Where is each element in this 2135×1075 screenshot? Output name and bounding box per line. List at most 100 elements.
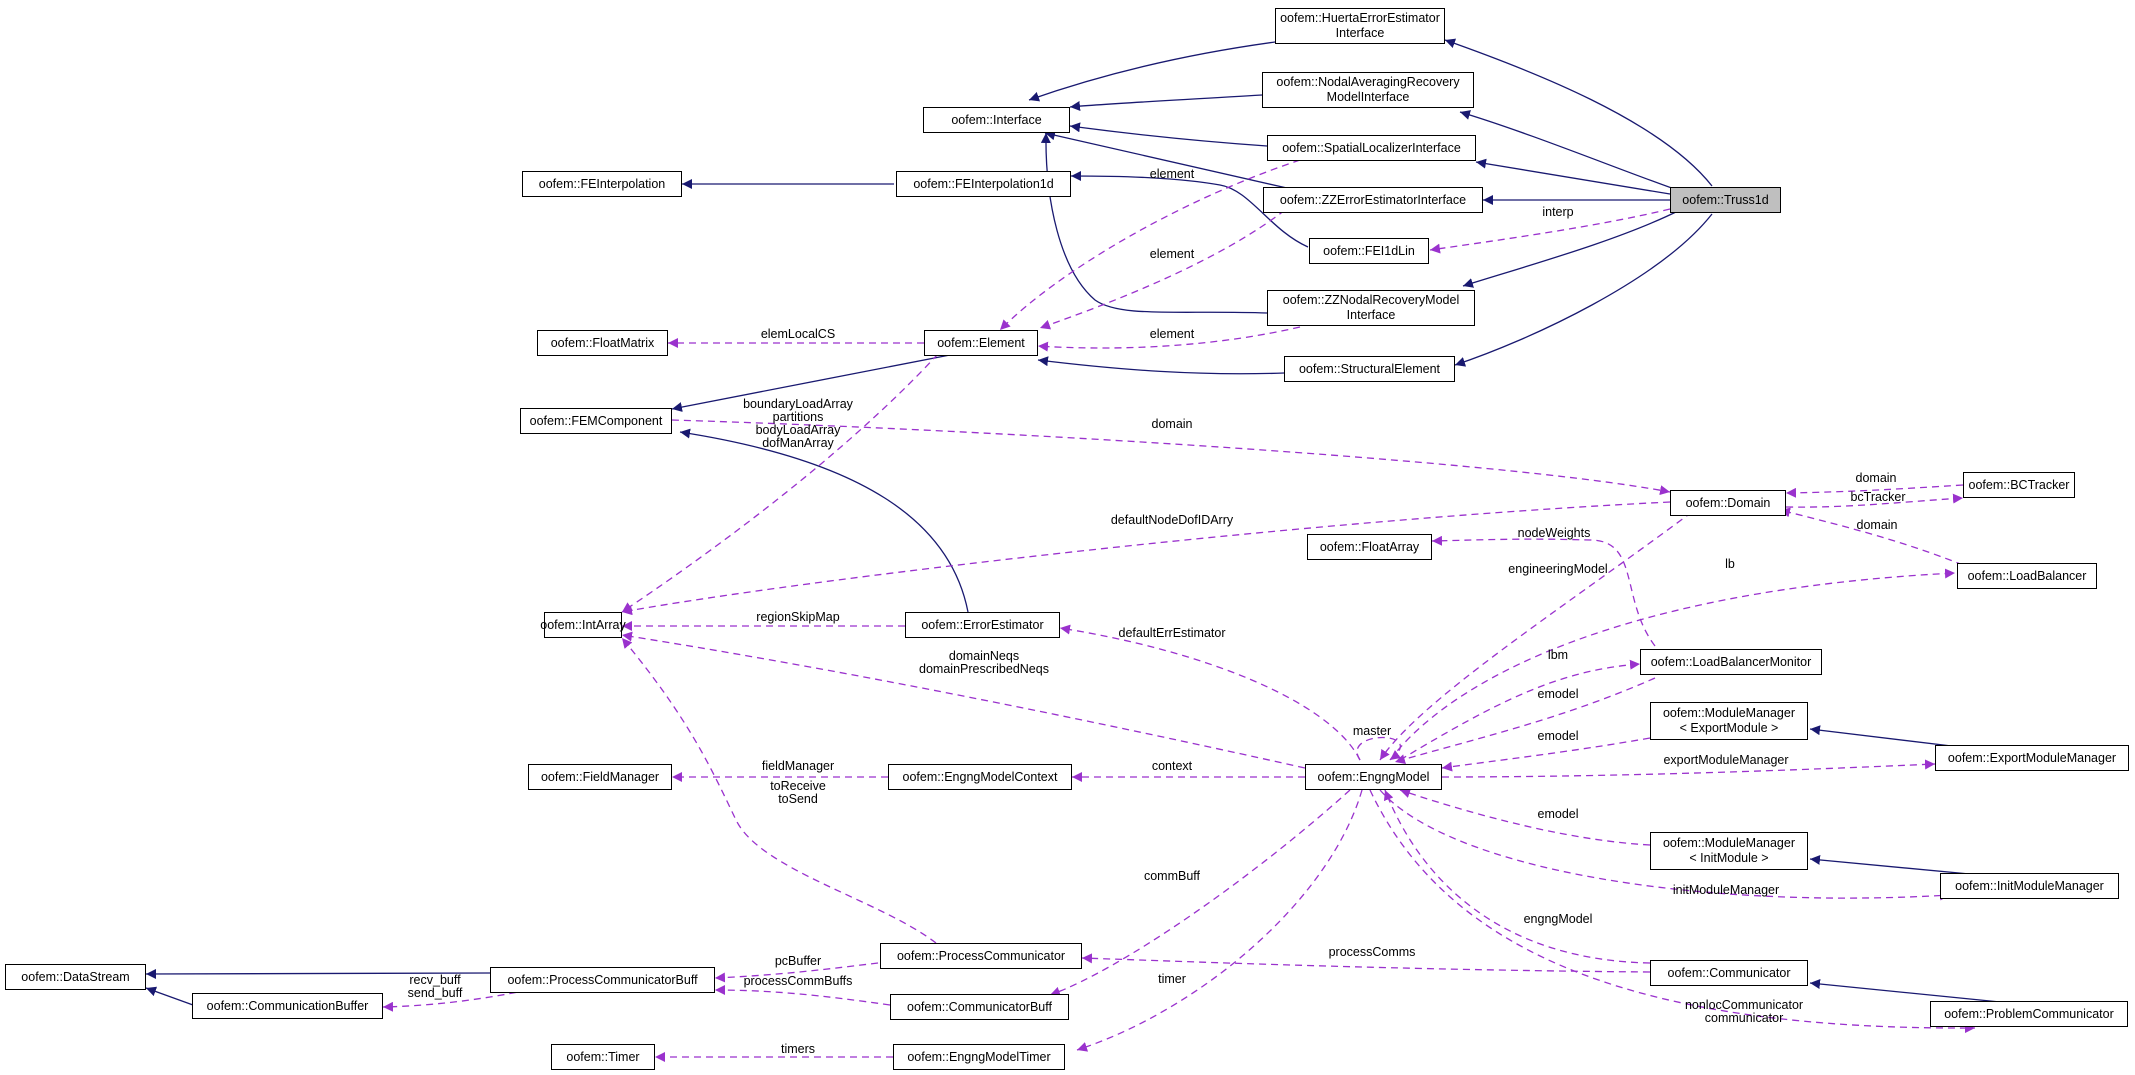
node-timer[interactable]: oofem::Timer: [551, 1044, 655, 1070]
node-engng-model[interactable]: oofem::EngngModel: [1305, 764, 1442, 790]
inheritance-edges: [145, 38, 2011, 1006]
edge-engngmodel-commbuff: [1049, 789, 1351, 997]
edge-truss1d-structural: [1454, 213, 1713, 367]
node-intarray-label: oofem::IntArray: [540, 617, 626, 632]
node-fem-component[interactable]: oofem::FEMComponent: [520, 408, 672, 434]
edge-huerta-interface: [1028, 41, 1276, 102]
node-nodalavg-line1: oofem::NodalAveragingRecovery: [1276, 75, 1460, 89]
edge-communicator-proccomm: [1081, 953, 1651, 973]
edge-domain-intarray: [621, 501, 1671, 616]
edge-truss1d-spatial: [1475, 158, 1671, 195]
edge-label-nodeweights: nodeWeights: [1518, 527, 1591, 540]
node-fe-interpolation[interactable]: oofem::FEInterpolation: [522, 171, 682, 197]
node-domain-label: oofem::Domain: [1685, 495, 1771, 510]
edge-label-toreceive-2: toSend: [778, 792, 818, 806]
node-zz-nodal-recovery-model-interface[interactable]: oofem::ZZNodalRecoveryModel Interface: [1267, 290, 1475, 326]
node-spatial-localizer-interface[interactable]: oofem::SpatialLocalizerInterface: [1267, 135, 1476, 161]
edge-label-timers: timers: [781, 1043, 815, 1056]
edge-label-boundaryloadarray: boundaryLoadArray: [743, 397, 853, 411]
edge-label-recv-buff-1: recv_buff: [409, 973, 461, 987]
node-truss1d-label: oofem::Truss1d: [1682, 192, 1769, 207]
node-float-array[interactable]: oofem::FloatArray: [1307, 534, 1432, 560]
node-process-communicator-buff[interactable]: oofem::ProcessCommunicatorBuff: [490, 967, 715, 993]
edge-label-engineeringmodel-text: engineeringModel: [1508, 562, 1608, 576]
edge-label-pcbuffer: pcBuffer: [775, 955, 821, 968]
edge-initmm-mminit: [1809, 854, 1981, 876]
node-zz-error-estimator-interface[interactable]: oofem::ZZErrorEstimatorInterface: [1263, 187, 1483, 213]
edge-label-bodyloadarray: bodyLoadArray: [755, 423, 841, 437]
edge-label-initmodulemanager: initModuleManager: [1673, 884, 1779, 897]
edge-truss1d-zznodal: [1462, 209, 1681, 288]
edge-label-master: master: [1353, 725, 1391, 738]
node-feinterp1d-label: oofem::FEInterpolation1d: [913, 176, 1054, 191]
node-fei1d-lin[interactable]: oofem::FEI1dLin: [1309, 238, 1429, 264]
node-datastream-label: oofem::DataStream: [21, 969, 130, 984]
node-export-module-manager[interactable]: oofem::ExportModuleManager: [1935, 745, 2129, 771]
node-interface-label: oofem::Interface: [951, 112, 1042, 127]
node-init-module-manager[interactable]: oofem::InitModuleManager: [1940, 873, 2119, 899]
edge-label-defaulterrestimator: defaultErrEstimator: [1119, 627, 1226, 640]
node-load-balancer-monitor[interactable]: oofem::LoadBalancerMonitor: [1640, 649, 1822, 675]
node-mmexport-line1: oofem::ModuleManager: [1662, 706, 1796, 720]
edge-label-toreceive-1: toReceive: [770, 779, 826, 793]
node-module-manager-init[interactable]: oofem::ModuleManager < InitModule >: [1650, 832, 1808, 870]
edge-spatial-element: [999, 159, 1301, 331]
node-element[interactable]: oofem::Element: [924, 330, 1038, 356]
node-interface[interactable]: oofem::Interface: [923, 107, 1070, 133]
node-engng-model-context[interactable]: oofem::EngngModelContext: [888, 764, 1072, 790]
node-communicator-buff[interactable]: oofem::CommunicatorBuff: [890, 994, 1069, 1020]
node-nodal-averaging-recovery-model-interface[interactable]: oofem::NodalAveragingRecovery ModelInter…: [1262, 72, 1474, 108]
edge-label-emodel-3: emodel: [1538, 808, 1579, 821]
node-engng-model-timer[interactable]: oofem::EngngModelTimer: [893, 1044, 1065, 1070]
node-domain[interactable]: oofem::Domain: [1670, 490, 1786, 516]
node-floatarray-label: oofem::FloatArray: [1319, 539, 1420, 554]
edge-label-lb-domain: domain: [1857, 519, 1898, 532]
edge-engngmodel-errest: [1059, 624, 1361, 761]
node-problem-communicator[interactable]: oofem::ProblemCommunicator: [1930, 1001, 2128, 1027]
node-error-estimator[interactable]: oofem::ErrorEstimator: [905, 612, 1060, 638]
node-commbuffer-label: oofem::CommunicationBuffer: [206, 998, 369, 1013]
edge-label-regionskipmap-text: regionSkipMap: [756, 610, 840, 624]
node-process-communicator[interactable]: oofem::ProcessCommunicator: [880, 943, 1082, 969]
edge-bctracker-domain: [1785, 484, 1964, 498]
edge-label-elemlocalcs: elemLocalCS: [761, 328, 835, 341]
edge-structural-element: [1037, 356, 1285, 375]
edge-exportmm-mmexport: [1809, 725, 1969, 749]
edge-errest-femcomp: [679, 428, 969, 613]
edge-engngmodel-lb: [1389, 568, 1956, 761]
node-field-manager[interactable]: oofem::FieldManager: [528, 764, 672, 790]
node-zznodal-line2: Interface: [1346, 308, 1396, 322]
node-int-array[interactable]: oofem::IntArray: [540, 612, 626, 638]
node-load-balancer[interactable]: oofem::LoadBalancer: [1957, 563, 2097, 589]
node-huerta-line1: oofem::HuertaErrorEstimator: [1280, 11, 1440, 25]
edge-label-timer-text: timer: [1158, 972, 1186, 986]
edge-label-processcomms-text: processComms: [1328, 945, 1416, 959]
edge-domain-engngmodel: [1379, 511, 1693, 761]
node-communication-buffer[interactable]: oofem::CommunicationBuffer: [192, 993, 383, 1019]
node-huerta-error-estimator-interface[interactable]: oofem::HuertaErrorEstimator Interface: [1275, 8, 1445, 44]
node-fe-interpolation-1d[interactable]: oofem::FEInterpolation1d: [896, 171, 1071, 197]
node-float-matrix[interactable]: oofem::FloatMatrix: [537, 330, 668, 356]
edge-fei1dlin-feinterp1d: [1070, 171, 1309, 248]
edge-label-toreceive: toReceive toSend: [770, 780, 826, 806]
edge-label-dofmanarray: dofManArray: [762, 436, 834, 450]
edge-label-element-3-text: element: [1149, 327, 1195, 341]
edge-engngmodel-problemcomm: [1369, 789, 1976, 1034]
edge-lb-domain: [1779, 507, 1964, 566]
node-bc-tracker[interactable]: oofem::BCTracker: [1963, 472, 2075, 498]
node-data-stream[interactable]: oofem::DataStream: [5, 964, 146, 990]
edge-mmexport-engngmodel: [1441, 737, 1651, 772]
node-communicator[interactable]: oofem::Communicator: [1650, 960, 1808, 986]
edge-zzerr-element: [1039, 209, 1286, 330]
edge-label-lbm: lbm: [1548, 649, 1568, 662]
node-structural-element[interactable]: oofem::StructuralElement: [1284, 356, 1455, 382]
edge-nodalavg-interface: [1069, 94, 1263, 111]
node-truss1d[interactable]: oofem::Truss1d: [1670, 187, 1781, 213]
node-problemcomm-label: oofem::ProblemCommunicator: [1944, 1006, 2114, 1021]
node-module-manager-export[interactable]: oofem::ModuleManager < ExportModule >: [1650, 702, 1808, 740]
edge-truss1d-huerta: [1444, 38, 1713, 187]
edge-pcbuff-commbuffer: [382, 989, 529, 1012]
edge-label-commbuff-text: commBuff: [1143, 869, 1201, 883]
node-fieldmgr-label: oofem::FieldManager: [540, 769, 660, 784]
edge-zzerr-interface: [1044, 130, 1301, 192]
